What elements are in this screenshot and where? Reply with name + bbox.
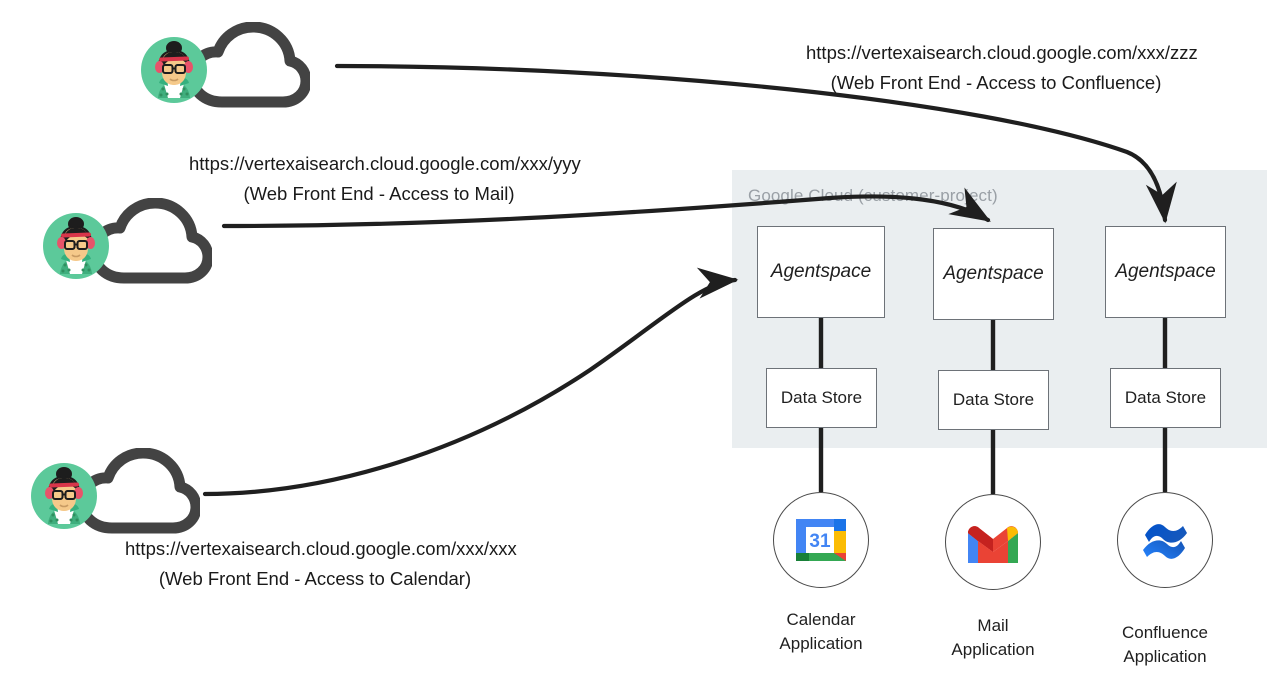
client-mail [42, 198, 212, 290]
agentspace-label: Agentspace [943, 263, 1044, 284]
url-label-confluence: https://vertexaisearch.cloud.google.com/… [806, 38, 1198, 98]
app-label-line2: Application [951, 640, 1035, 660]
url-label-calendar: https://vertexaisearch.cloud.google.com/… [125, 534, 517, 594]
app-label-mail: Mail Application [898, 614, 1088, 662]
agentspace-label: Agentspace [770, 261, 872, 282]
app-label-line2: Application [1123, 647, 1207, 667]
client-confluence [140, 22, 310, 114]
user-avatar-icon [141, 37, 207, 103]
url-caption: (Web Front End - Access to Confluence) [830, 71, 1162, 93]
datastore-box-calendar[interactable]: Data Store [766, 368, 877, 428]
agentspace-box-calendar[interactable]: Agentspace [757, 226, 885, 318]
user-avatar-icon [31, 463, 97, 529]
url-text: https://vertexaisearch.cloud.google.com/… [189, 153, 581, 174]
arrow-calendar-flow [202, 267, 739, 497]
url-text: https://vertexaisearch.cloud.google.com/… [125, 538, 517, 559]
app-label-line1: Confluence [1121, 623, 1208, 642]
app-label-line2: Application [779, 634, 863, 654]
url-label-mail: https://vertexaisearch.cloud.google.com/… [189, 149, 581, 209]
datastore-label: Data Store [952, 390, 1035, 409]
user-avatar-icon [43, 213, 109, 279]
datastore-label: Data Store [780, 388, 863, 407]
svg-text:31: 31 [809, 531, 831, 552]
app-circle-confluence[interactable] [1117, 492, 1213, 588]
datastore-box-confluence[interactable]: Data Store [1110, 368, 1221, 428]
url-caption: (Web Front End - Access to Mail) [243, 182, 515, 204]
app-label-line1: Calendar [786, 610, 856, 629]
agentspace-box-confluence[interactable]: Agentspace [1105, 226, 1226, 318]
app-label-calendar: Calendar Application [726, 608, 916, 656]
app-label-confluence: Confluence Application [1070, 621, 1260, 669]
agentspace-box-mail[interactable]: Agentspace [933, 228, 1054, 320]
agentspace-label: Agentspace [1115, 261, 1216, 282]
app-label-line1: Mail [977, 616, 1009, 635]
app-circle-mail[interactable] [945, 494, 1041, 590]
url-text: https://vertexaisearch.cloud.google.com/… [806, 42, 1198, 63]
google-calendar-icon: 31 [796, 519, 846, 561]
app-circle-calendar[interactable]: 31 [773, 492, 869, 588]
datastore-box-mail[interactable]: Data Store [938, 370, 1049, 430]
url-caption: (Web Front End - Access to Calendar) [158, 567, 472, 589]
gmail-icon [968, 526, 1018, 563]
arrow-confluence-flow [334, 63, 1177, 224]
datastore-label: Data Store [1124, 388, 1207, 407]
confluence-icon [1143, 524, 1187, 559]
arrow-mail-flow [221, 187, 991, 229]
client-calendar [30, 448, 200, 540]
